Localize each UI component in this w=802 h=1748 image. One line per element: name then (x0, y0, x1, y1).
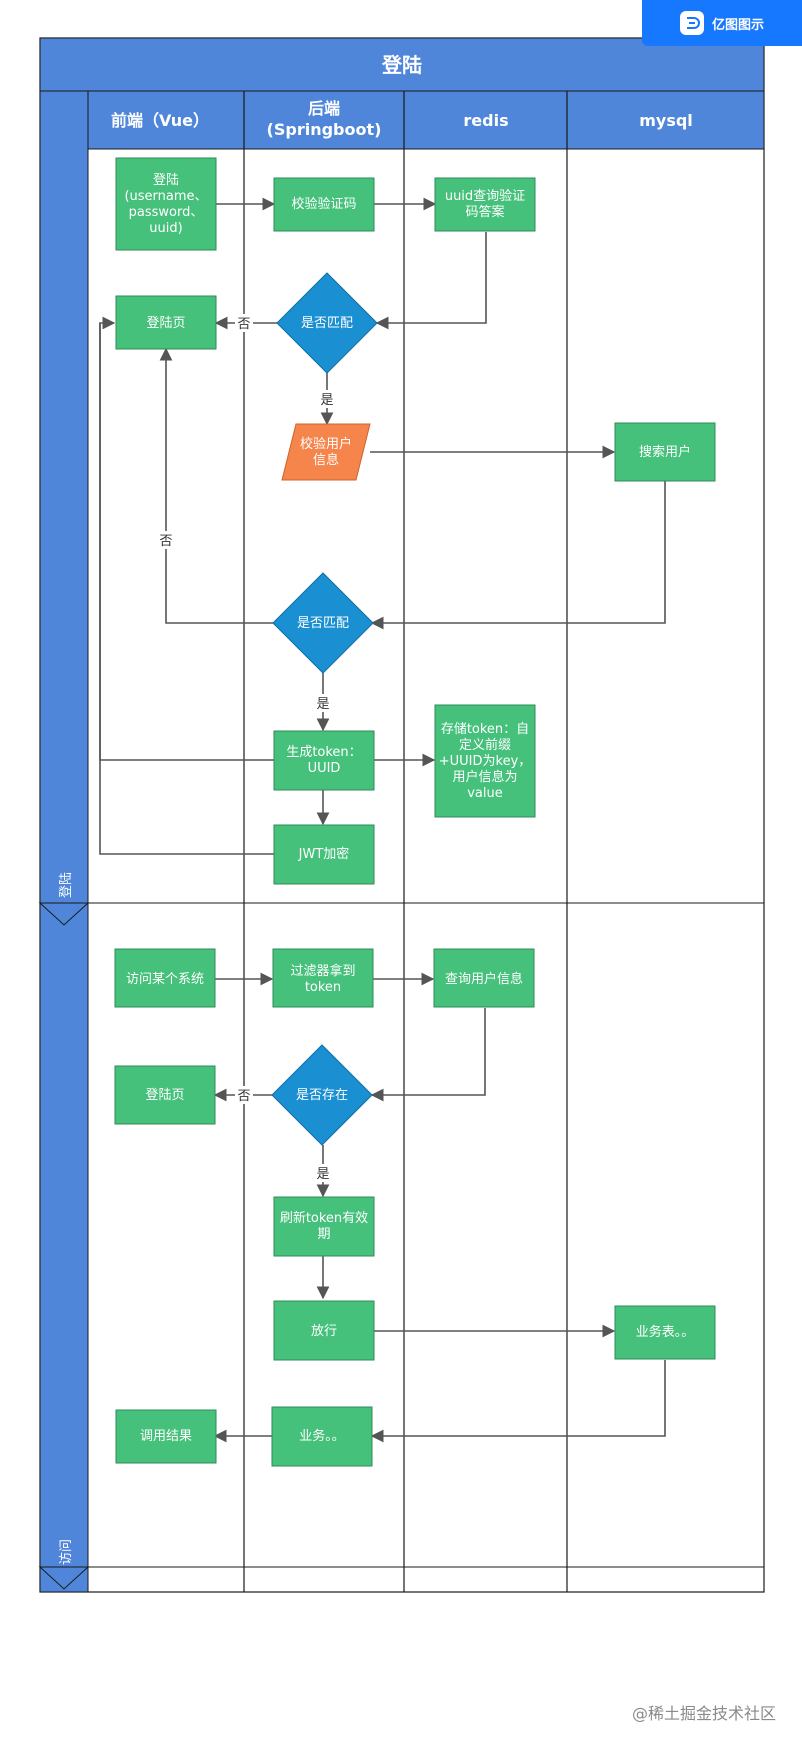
node-query-user (433, 948, 535, 1008)
lane-title-backend: 后端(Springboot) (267, 99, 382, 139)
lane-title-mysql: mysql (639, 111, 693, 130)
node-biz-table-label: 业务表。。 (636, 1324, 695, 1340)
node-login-request (115, 157, 217, 251)
node-result (115, 1409, 217, 1464)
node-query-user-label: 查询用户信息 (445, 971, 523, 987)
node-login-page-1 (115, 295, 217, 350)
node-pass (273, 1300, 375, 1361)
node-exists-label: 是否存在 (296, 1088, 348, 1103)
edge-label-match2-no: 否 (159, 534, 172, 549)
edge-label-match1-yes: 是 (320, 393, 333, 408)
phase-column (39, 90, 89, 1593)
node-pass-label: 放行 (311, 1324, 337, 1339)
node-verify-code (273, 177, 375, 232)
pool-title-bar (39, 37, 765, 92)
edge-gentoken-to-loginpage (99, 316, 274, 761)
phase-label-login: 登陆 (58, 872, 74, 898)
brand-name: 亿图图示 (711, 17, 764, 33)
pool-title: 登陆 (381, 53, 422, 77)
phase-chevron-visit (38, 1566, 90, 1590)
node-login-request-label: 登陆(username、password、uuid) (124, 172, 207, 236)
lane-title-redis: redis (463, 111, 508, 130)
node-redis-uuid (434, 177, 536, 232)
node-biz-label: 业务。。 (299, 1428, 345, 1444)
lane-header-row (87, 90, 765, 150)
node-match-1-label: 是否匹配 (301, 316, 353, 331)
node-biz-table (614, 1305, 716, 1360)
phase-label-visit: 访问 (59, 1539, 74, 1565)
node-refresh (273, 1196, 375, 1257)
node-login-page-2 (114, 1065, 216, 1125)
node-filter (272, 948, 374, 1008)
node-gen-token-label: 生成token：UUID (286, 745, 361, 776)
edge-match2-no (159, 347, 276, 624)
edge-label-exists-no: 否 (237, 1089, 250, 1104)
node-verify-user (281, 423, 371, 481)
node-verify-user-label: 校验用户信息 (300, 436, 352, 468)
node-jwt (273, 824, 375, 885)
edge-label-exists-yes: 是 (316, 1167, 329, 1182)
node-search-user (614, 422, 716, 482)
lane-title-frontend: 前端（Vue） (111, 111, 209, 130)
edge-label-match2-yes: 是 (316, 697, 329, 712)
node-biz (271, 1406, 373, 1467)
node-login-page-2-label: 登陆页 (145, 1087, 184, 1103)
node-redis-uuid-label: uuid查询验证码答案 (445, 188, 525, 220)
node-match-2-label: 是否匹配 (297, 616, 349, 631)
node-gen-token (273, 730, 375, 791)
node-visit (114, 948, 216, 1008)
node-visit-label: 访问某个系统 (126, 972, 204, 987)
node-refresh-label: 刷新token有效期 (280, 1210, 368, 1242)
edge-search-to-match2 (370, 481, 666, 630)
node-match-2 (272, 572, 374, 674)
node-match-1 (276, 272, 378, 374)
node-exists (271, 1044, 373, 1146)
brand-badge[interactable]: 亿图图示 (642, 0, 802, 46)
edge-label-match1-no: 否 (237, 317, 250, 332)
edge-jwt-to-loginpage (99, 323, 274, 855)
node-verify-code-label: 校验验证码 (291, 196, 356, 212)
node-search-user-label: 搜索用户 (639, 444, 691, 460)
node-result-label: 调用结果 (140, 1429, 192, 1444)
site-watermark: @稀土掘金技术社区 (631, 1704, 776, 1723)
edge-query-to-exists (370, 1008, 486, 1102)
edge-redis-to-match1 (375, 232, 487, 330)
edge-biztable-to-biz (370, 1360, 666, 1443)
brand-logo-icon (679, 11, 704, 35)
node-store-token (434, 704, 536, 818)
phase-chevron-login (38, 902, 90, 926)
node-jwt-label: JWT加密 (298, 846, 350, 862)
node-login-page-1-label: 登陆页 (146, 315, 185, 331)
